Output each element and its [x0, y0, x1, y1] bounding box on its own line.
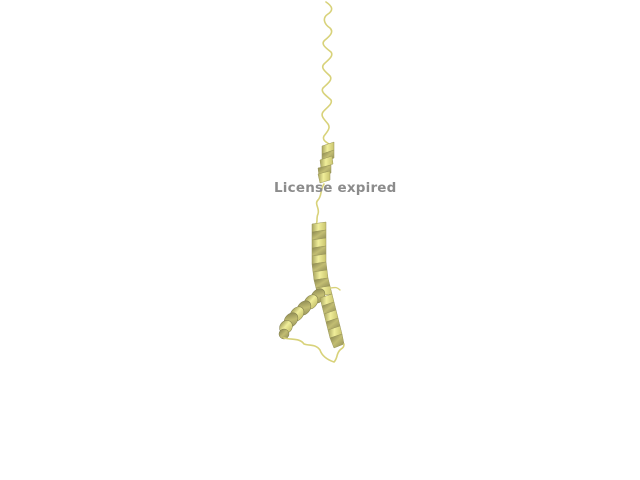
protein-coil-bottom-loop — [283, 337, 345, 363]
protein-coil-top — [321, 1, 333, 145]
protein-coil-side-strand — [329, 286, 341, 291]
protein-helix-diagonal-left — [278, 288, 326, 340]
protein-helix-diagonal-right — [319, 293, 345, 349]
protein-helix-upper — [317, 141, 335, 184]
protein-helix-vertical — [311, 221, 333, 297]
license-watermark: License expired — [274, 180, 397, 196]
protein-coil-middle — [315, 183, 325, 225]
